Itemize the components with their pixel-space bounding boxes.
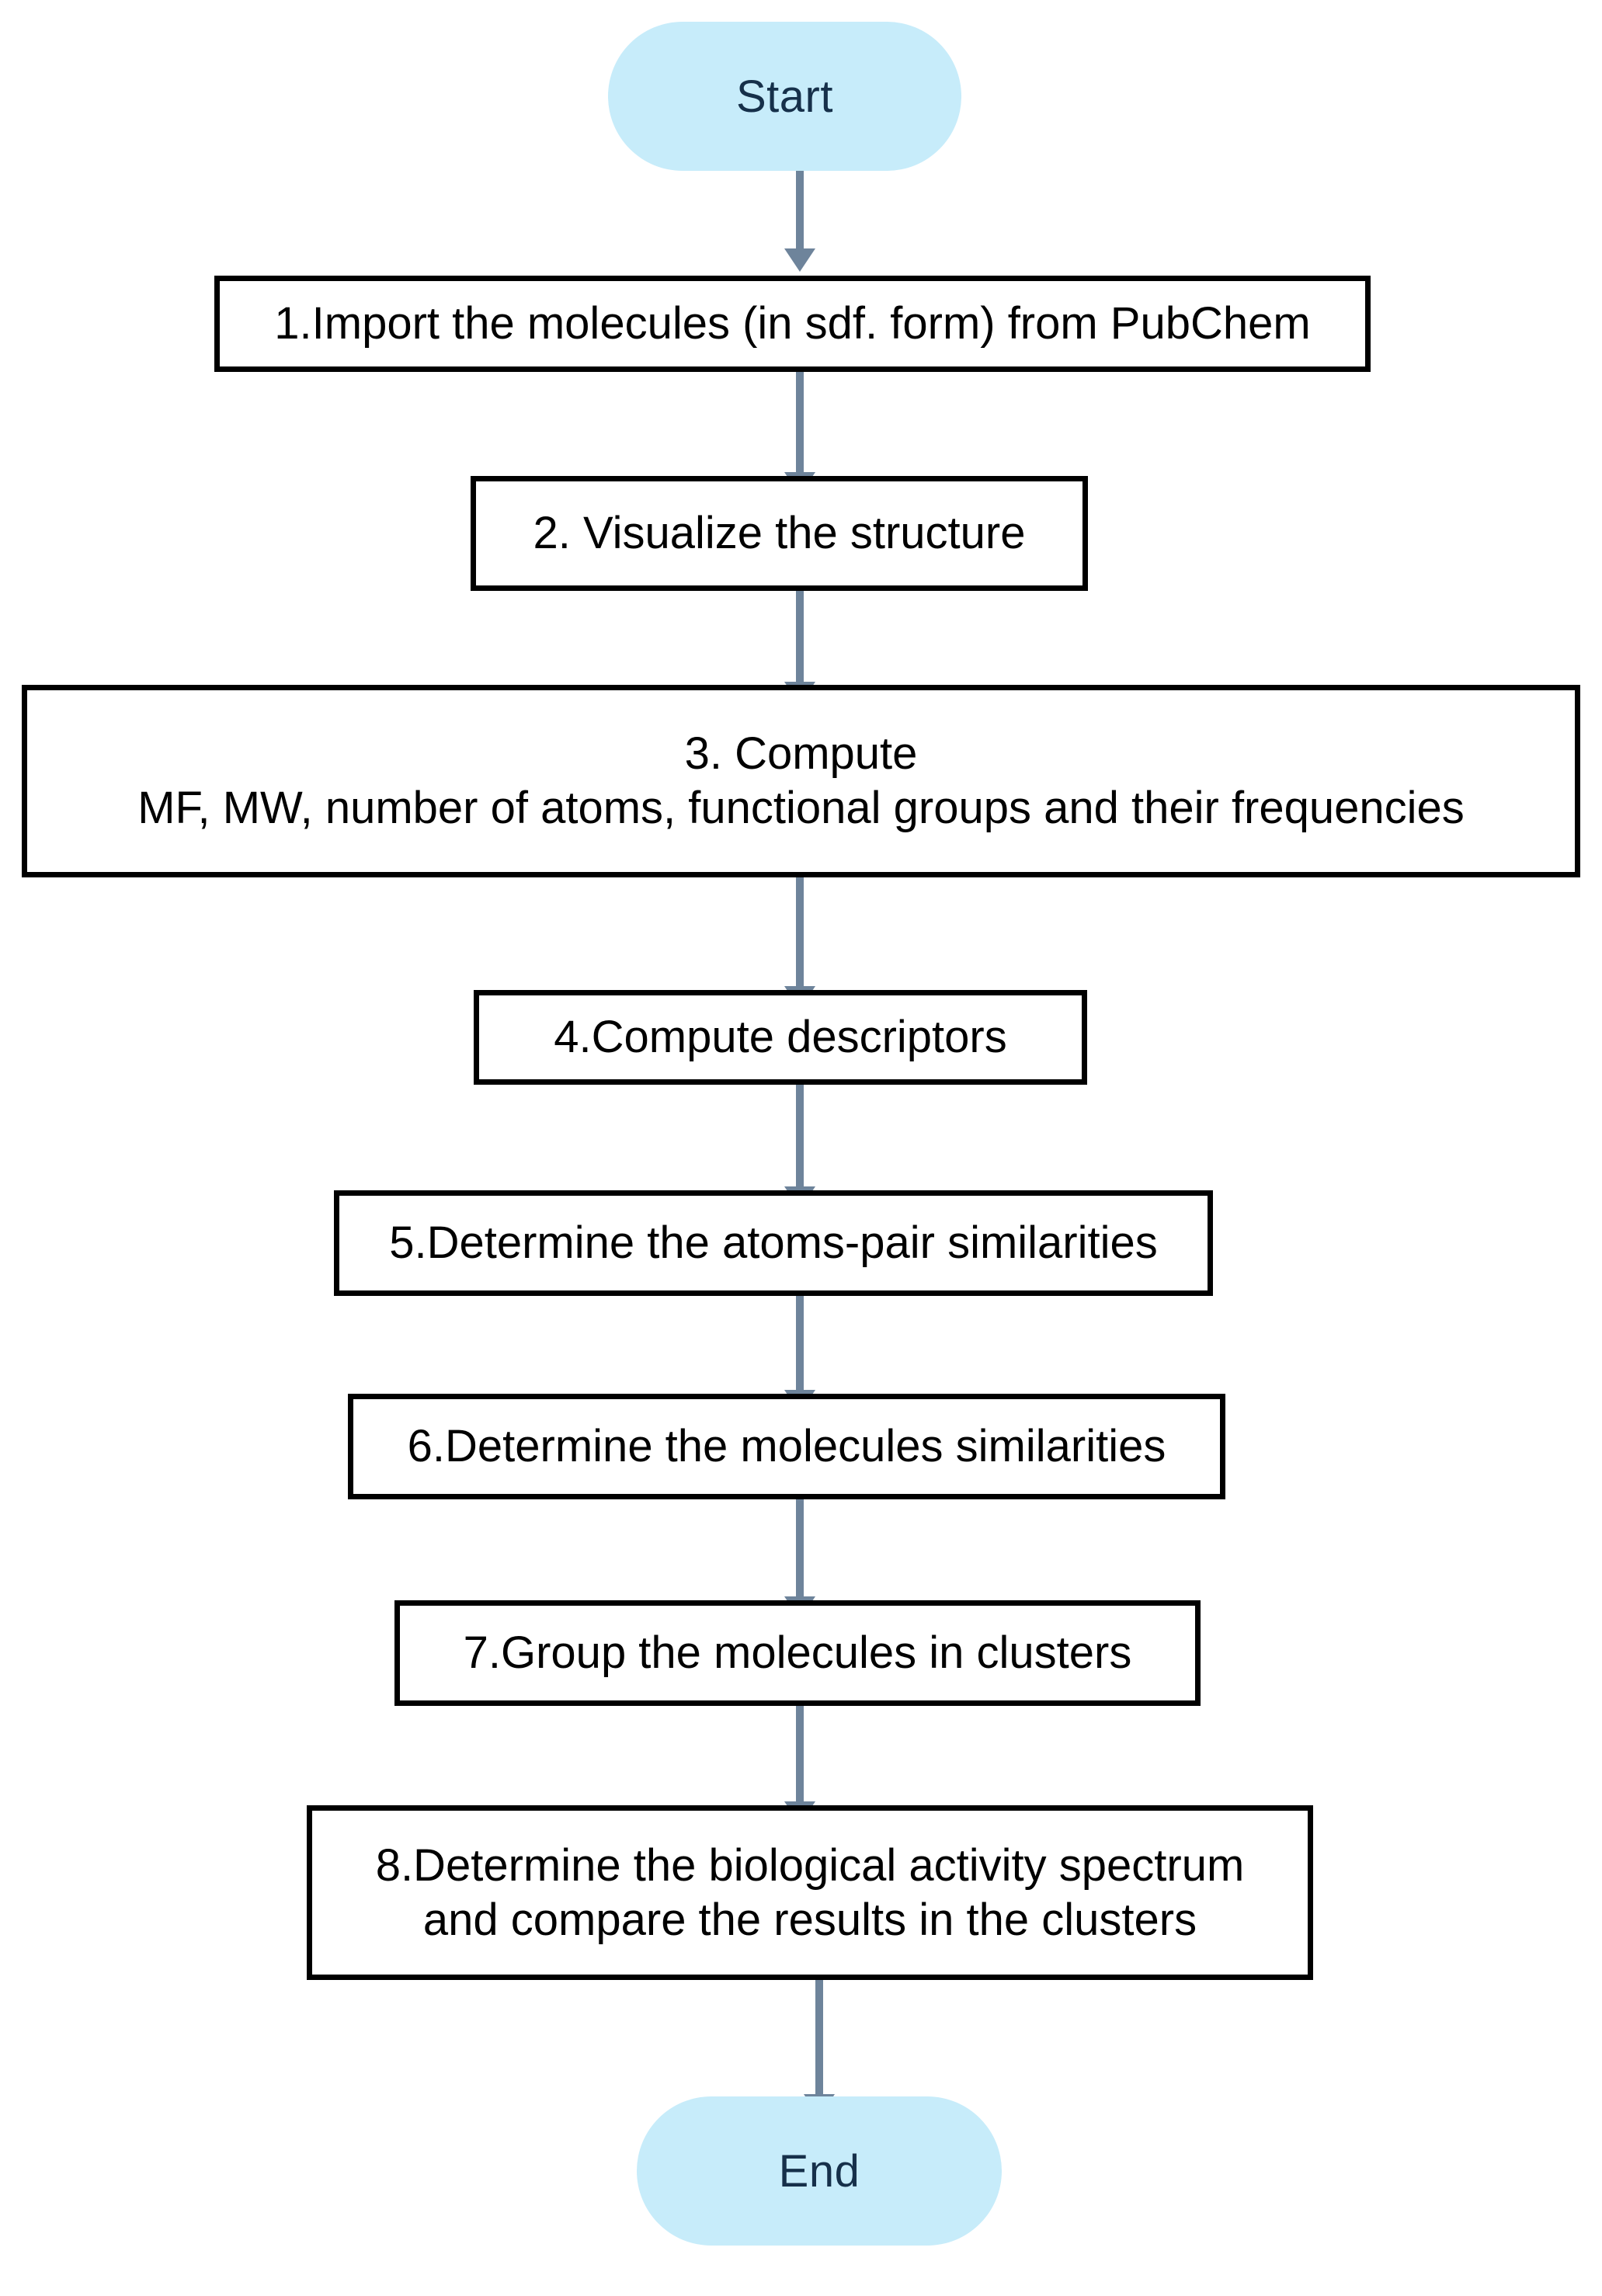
- end-label: End: [778, 2145, 860, 2197]
- process-line: 7.Group the molecules in clusters: [463, 1627, 1132, 1679]
- arrow-shaft: [796, 1085, 804, 1190]
- process-box-step-5[interactable]: 5.Determine the atoms-pair similarities: [334, 1190, 1213, 1296]
- arrow-shaft: [796, 877, 804, 990]
- start-label: Start: [736, 71, 833, 122]
- end-terminator[interactable]: End: [637, 2096, 1002, 2246]
- process-text: 8.Determine the biological activity spec…: [312, 1839, 1308, 1947]
- arrow-head-icon: [784, 248, 815, 272]
- arrow-shaft: [815, 1980, 823, 2098]
- process-line: 5.Determine the atoms-pair similarities: [389, 1217, 1158, 1269]
- process-text: 7.Group the molecules in clusters: [400, 1626, 1195, 1680]
- process-line: 6.Determine the molecules similarities: [407, 1421, 1166, 1472]
- process-text: 4.Compute descriptors: [479, 1010, 1082, 1065]
- process-box-step-3[interactable]: 3. Compute MF, MW, number of atoms, func…: [22, 685, 1580, 877]
- arrow-shaft: [796, 171, 804, 252]
- start-terminator[interactable]: Start: [608, 22, 961, 171]
- arrow-shaft: [796, 1296, 804, 1394]
- arrow-shaft: [796, 1499, 804, 1600]
- process-text: 1.Import the molecules (in sdf. form) fr…: [220, 297, 1365, 351]
- process-box-step-1[interactable]: 1.Import the molecules (in sdf. form) fr…: [214, 276, 1371, 372]
- process-text: 2. Visualize the structure: [476, 506, 1082, 561]
- process-text: 5.Determine the atoms-pair similarities: [339, 1216, 1208, 1270]
- process-box-step-4[interactable]: 4.Compute descriptors: [474, 990, 1087, 1085]
- arrow-shaft: [796, 1706, 804, 1805]
- process-line: and compare the results in the clusters: [422, 1894, 1197, 1945]
- process-line: 2. Visualize the structure: [533, 508, 1026, 559]
- arrow-shaft: [796, 591, 804, 686]
- process-line: 4.Compute descriptors: [554, 1012, 1007, 1063]
- arrow-shaft: [796, 372, 804, 476]
- process-line: 8.Determine the biological activity spec…: [375, 1839, 1245, 1891]
- process-text: 3. Compute MF, MW, number of atoms, func…: [27, 727, 1575, 835]
- process-box-step-8[interactable]: 8.Determine the biological activity spec…: [307, 1805, 1313, 1980]
- process-line: 3. Compute: [684, 728, 918, 780]
- process-box-step-6[interactable]: 6.Determine the molecules similarities: [348, 1394, 1225, 1499]
- process-box-step-7[interactable]: 7.Group the molecules in clusters: [394, 1600, 1201, 1706]
- process-text: 6.Determine the molecules similarities: [353, 1419, 1220, 1474]
- process-box-step-2[interactable]: 2. Visualize the structure: [471, 476, 1088, 591]
- process-line: 1.Import the molecules (in sdf. form) fr…: [274, 298, 1311, 349]
- process-line: MF, MW, number of atoms, functional grou…: [137, 783, 1465, 833]
